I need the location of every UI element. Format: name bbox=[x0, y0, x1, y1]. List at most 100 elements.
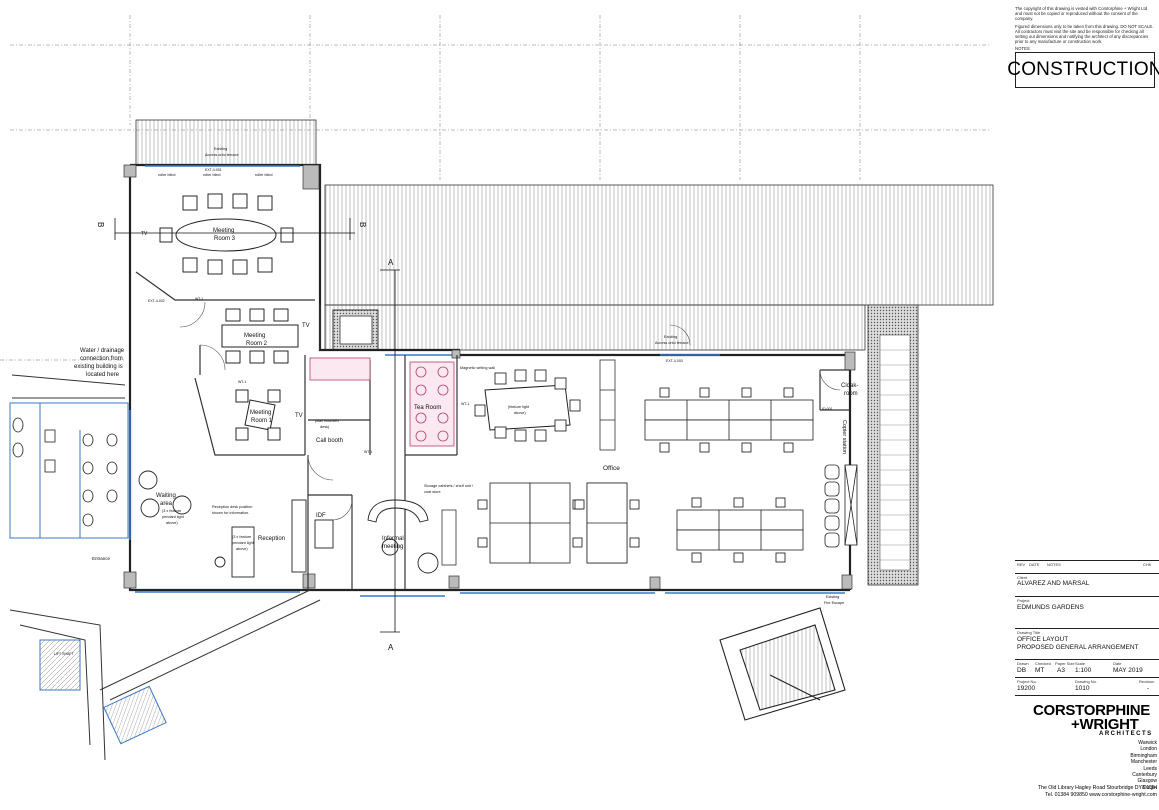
client-value: ALVAREZ AND MARSAL bbox=[1017, 580, 1090, 587]
project-label: Project bbox=[1017, 598, 1030, 603]
client-label: Client bbox=[1017, 575, 1028, 580]
drawn-label: Drawn bbox=[1017, 661, 1029, 666]
tv-label-1: TV bbox=[141, 231, 148, 237]
wall-desk-note-2: desk) bbox=[320, 425, 330, 429]
date-label: Date bbox=[1113, 661, 1122, 666]
tv-label-2: TV bbox=[302, 323, 310, 329]
notes-label: NOTES bbox=[1015, 46, 1030, 51]
section-b-right: B bbox=[358, 222, 367, 227]
office-2: London bbox=[1140, 746, 1157, 753]
feature-note-2: above) bbox=[514, 411, 526, 415]
revision-value: - bbox=[1147, 685, 1150, 692]
waiting-feature-note-3: above) bbox=[166, 521, 178, 525]
firm-contact: Tel. 01384 909850 www.corstorphine-wrigh… bbox=[1045, 792, 1157, 798]
firm-address: The Old Library Hagley Road Stourbridge … bbox=[1037, 785, 1157, 791]
firm-logo-line2: +WRIGHT bbox=[1071, 716, 1139, 733]
waiting-label-b: area bbox=[160, 501, 173, 507]
informal-sofa bbox=[367, 499, 439, 574]
office-6: Canterbury bbox=[1132, 772, 1157, 779]
tv-label-3: TV bbox=[295, 413, 303, 419]
meeting-room-3-table bbox=[159, 193, 294, 275]
drawing-no-value: 1010 bbox=[1075, 685, 1090, 692]
plan-labels: Meeting Room 3 Meeting Room 2 Meeting Ro… bbox=[54, 147, 858, 656]
pendant-note-1: (3 x feature bbox=[232, 535, 251, 539]
date-header: DATE bbox=[1029, 562, 1040, 567]
reception-furniture bbox=[138, 470, 334, 578]
paper-label: Paper Size bbox=[1055, 661, 1075, 666]
desk-chairs bbox=[477, 387, 794, 563]
terraces bbox=[135, 119, 994, 586]
ext-door-3-label: EXT-4-003 bbox=[666, 359, 683, 363]
call-booth-label: Call booth bbox=[316, 438, 343, 444]
firm-logo-line1: CORSTORPHINE bbox=[1033, 702, 1150, 719]
drawing-title-2: PROPOSED GENERAL ARRANGEMENT bbox=[1017, 644, 1139, 651]
status-stamp: CONSTRUCTION bbox=[1007, 52, 1159, 88]
terrace-note-2: Access onto terrace bbox=[205, 153, 239, 157]
revision-label: Revision bbox=[1139, 679, 1155, 684]
section-a-top: A bbox=[388, 258, 394, 267]
project-no-value: 19200 bbox=[1017, 685, 1036, 692]
lockers bbox=[824, 464, 858, 548]
cloakroom-label-a: Cloak- bbox=[841, 383, 858, 389]
door-swings bbox=[179, 301, 841, 521]
ext-door-1-label: EXT-4-001 bbox=[205, 168, 222, 172]
paper-value: A3 bbox=[1057, 667, 1065, 674]
roller-blind-2: roller blind bbox=[203, 173, 221, 177]
meeting2-label-b: Room 2 bbox=[246, 341, 268, 347]
idf-label: IDF bbox=[316, 513, 326, 519]
pendant-note-3: above) bbox=[236, 547, 248, 551]
wt1-label-1: WT-1 bbox=[195, 297, 203, 301]
wt1-label-4: WT-1 bbox=[364, 450, 372, 454]
water-note-3: existing building is bbox=[74, 364, 123, 370]
desk-clusters bbox=[489, 399, 814, 564]
office-4: Manchester bbox=[1130, 759, 1157, 766]
reception-desk-note-2: shown for information. bbox=[212, 511, 249, 515]
stair-rungs bbox=[880, 349, 910, 561]
int-door-label: ID-001 bbox=[822, 407, 833, 411]
feature-note-1: (feature light bbox=[508, 405, 530, 409]
roller-blind-1: roller blind bbox=[158, 173, 176, 177]
reception-desk-note-1: Reception desk position bbox=[212, 505, 252, 509]
office-label: Office bbox=[603, 465, 620, 472]
magnetic-note: Magnetic writing wall bbox=[460, 366, 495, 370]
meeting3-label-a: Meeting bbox=[213, 228, 234, 234]
reception-label: Reception bbox=[258, 536, 285, 542]
section-a-bottom: A bbox=[388, 643, 394, 652]
office-8: Dublin bbox=[1142, 784, 1157, 791]
toilet-fixtures bbox=[12, 417, 118, 527]
office-3: Birmingham bbox=[1130, 752, 1157, 759]
floor-plan: Meeting Room 3 Meeting Room 2 Meeting Ro… bbox=[0, 15, 994, 761]
storage-note-2: coat store bbox=[424, 490, 441, 494]
section-b-left: B bbox=[96, 222, 105, 227]
wt1-label-2: WT-1 bbox=[238, 380, 246, 384]
water-note-4: located here bbox=[86, 372, 120, 378]
drawing-title-label: Drawing Title bbox=[1017, 630, 1041, 635]
meeting-room-1-table bbox=[235, 389, 281, 441]
entrance-note: Entrance bbox=[92, 556, 111, 561]
drawn-value: DB bbox=[1017, 667, 1027, 674]
project-value: EDMUNDS GARDENS bbox=[1017, 604, 1084, 611]
section-line-b bbox=[114, 218, 355, 240]
waiting-feature-note-1: (3 x feature bbox=[162, 509, 181, 513]
drawing-title-1: OFFICE LAYOUT bbox=[1017, 636, 1069, 643]
tea-room-label: Tea Room bbox=[414, 405, 441, 411]
external-stair-left bbox=[9, 374, 321, 761]
office-5: Leeds bbox=[1143, 765, 1157, 772]
notes-header: NOTES bbox=[1047, 562, 1061, 567]
firm-offices: Warwick London Birmingham Manchester Lee… bbox=[1130, 740, 1157, 791]
pendant-note-2: pendant light bbox=[232, 541, 255, 545]
cloakroom-label-b: room bbox=[844, 391, 858, 397]
storage-units bbox=[441, 359, 616, 566]
copyright-note: The copyright of this drawing is vested … bbox=[1015, 6, 1148, 21]
project-no-label: Project No. bbox=[1017, 679, 1037, 684]
fire-escape-note-1: Existing bbox=[826, 595, 839, 599]
informal-label-b: meeting bbox=[382, 544, 403, 550]
ext-door-2-label: EXT-4-002 bbox=[148, 299, 165, 303]
tea-room-furniture bbox=[309, 357, 455, 447]
dimensions-note: Figured dimensions only to be taken from… bbox=[1015, 24, 1154, 44]
firm-address-block: The Old Library Hagley Road Stourbridge … bbox=[1038, 785, 1157, 799]
date-value: MAY 2019 bbox=[1113, 667, 1143, 674]
section-line-a bbox=[380, 269, 400, 633]
waiting-feature-note-2: pendant light bbox=[162, 515, 185, 519]
windows bbox=[129, 165, 845, 597]
